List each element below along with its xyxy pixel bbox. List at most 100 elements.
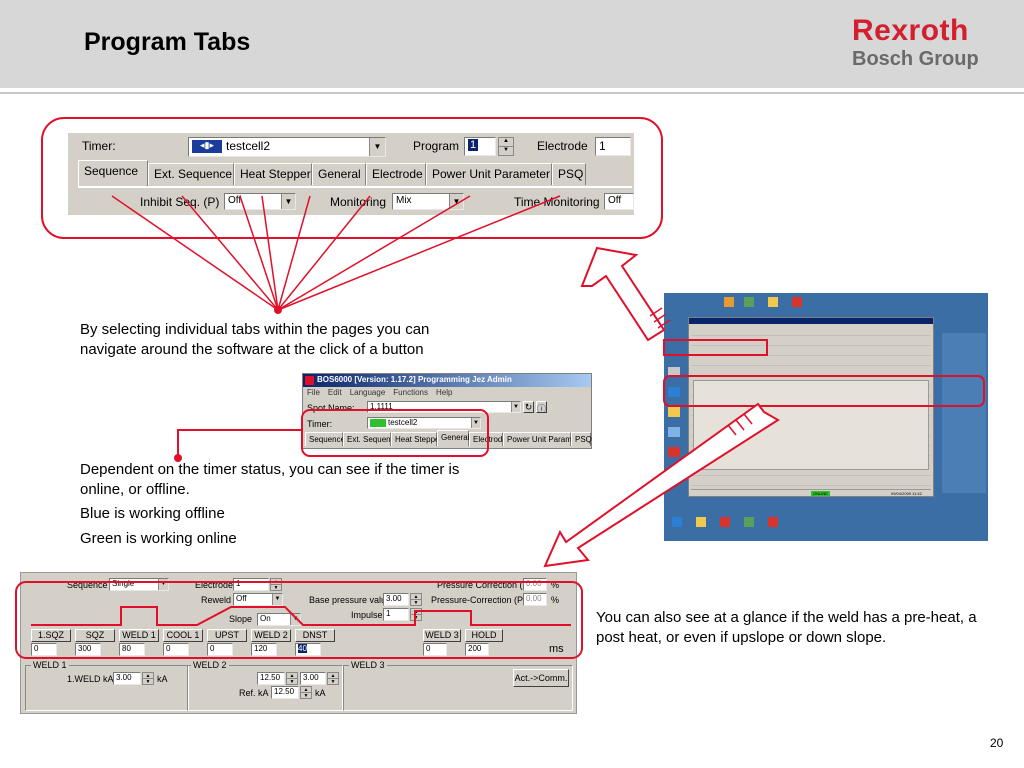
phase-hold-input[interactable]: 200: [465, 643, 489, 656]
menu-language[interactable]: Language: [349, 388, 386, 397]
spin-down-icon: ▼: [330, 678, 336, 685]
desktop-icon[interactable]: [768, 517, 778, 527]
phase-sqz-input[interactable]: 300: [75, 643, 101, 656]
ref-ka-spinner[interactable]: ▲▼: [300, 686, 312, 699]
bottom-electrode-spinner[interactable]: ▲▼: [270, 578, 282, 591]
menu-functions[interactable]: Functions: [393, 388, 428, 397]
timer-status-description: Dependent on the timer status, you can s…: [80, 461, 460, 498]
reweld-value: Off: [236, 594, 247, 603]
chevron-down-icon: ▼: [158, 579, 168, 590]
monitoring-select[interactable]: Mix▼: [392, 193, 464, 210]
phase-weld3-input[interactable]: 0: [423, 643, 447, 656]
inhibit-seq-label: Inhibit Seq. (P): [140, 195, 220, 209]
mid-tab-power-unit-parameter[interactable]: Power Unit Parameter: [503, 432, 586, 446]
desktop-icon[interactable]: [744, 297, 754, 307]
tab-page-border: [78, 186, 632, 188]
tab-general[interactable]: General: [312, 163, 366, 185]
chevron-down-icon: ▼: [281, 194, 295, 209]
menu-help[interactable]: Help: [435, 388, 453, 397]
app-icon: [305, 376, 314, 385]
desktop-icon[interactable]: [792, 297, 802, 307]
tab-electrode[interactable]: Electrode: [366, 163, 426, 185]
act-comm-button[interactable]: Act.->Comm.: [513, 669, 569, 687]
mid-tab-general[interactable]: General: [437, 430, 469, 446]
program-spinner[interactable]: ▲▼: [498, 137, 514, 156]
mid-tab-electrode[interactable]: Electrode: [469, 432, 507, 446]
sequence-label: Sequence: [67, 580, 108, 590]
desktop-icon[interactable]: [668, 447, 680, 457]
mid-tab-ext-sequence[interactable]: Ext. Sequence: [343, 432, 399, 446]
desktop-icon[interactable]: [668, 367, 680, 377]
phase-weld1-input[interactable]: 80: [119, 643, 145, 656]
ref-ka-input[interactable]: 12.50: [271, 686, 299, 699]
phase-cool1-input[interactable]: 0: [163, 643, 189, 656]
info-icon[interactable]: ⓘ: [536, 401, 547, 414]
tab-power-unit-parameter[interactable]: Power Unit Parameter: [426, 163, 552, 185]
phase-1sqz-input[interactable]: 0: [31, 643, 57, 656]
spin-down-icon: ▼: [303, 692, 309, 699]
weld2-value-b-input[interactable]: 3.00: [300, 672, 326, 685]
time-monitoring-select[interactable]: Off: [604, 193, 634, 210]
refresh-icon[interactable]: ↻: [523, 401, 534, 413]
desktop-icon[interactable]: [768, 297, 778, 307]
desktop-app-window: ONLINE 09/04/2009 11:42: [688, 317, 934, 497]
mid-tab-heat-stepper[interactable]: Heat Stepper: [391, 432, 442, 446]
timer-label: Timer:: [82, 139, 116, 153]
mid-tabs-bar: Sequence Ext. Sequence Heat Stepper Gene…: [305, 430, 592, 446]
desktop-icon[interactable]: [744, 517, 754, 527]
mid-window-title: BOS6000 [Version: 1.17.2] Programming Je…: [317, 375, 512, 384]
bottom-electrode-input[interactable]: 1: [233, 578, 269, 591]
phase-dnst-input[interactable]: 40: [295, 643, 321, 656]
menu-edit[interactable]: Edit: [327, 388, 342, 397]
spot-name-input[interactable]: 1.1111▼: [367, 401, 521, 413]
tab-sequence[interactable]: Sequence: [78, 160, 148, 186]
header-divider: [0, 92, 1024, 94]
weld1-ka-label: 1.WELD kA: [67, 674, 114, 684]
desktop-icon[interactable]: [672, 517, 682, 527]
timer-pointer-line: [177, 429, 302, 458]
weld2-value-a-spinner[interactable]: ▲▼: [286, 672, 298, 685]
timer-select-value: testcell2: [226, 139, 271, 153]
weld1-ka-spinner[interactable]: ▲▼: [142, 672, 154, 685]
phase-sqz-label: SQZ: [75, 629, 115, 642]
desktop-icon[interactable]: [668, 427, 680, 437]
spin-down-icon: ▼: [289, 678, 295, 685]
desktop-icon[interactable]: [668, 387, 680, 397]
offline-indicator-icon: ◂▮▸: [192, 139, 222, 153]
sequence-select[interactable]: Single▼: [109, 578, 169, 591]
weld-profile-graph: [31, 606, 571, 626]
weld2-value-a-input[interactable]: 12.50: [257, 672, 285, 685]
online-indicator-icon: [370, 418, 386, 427]
electrode-input[interactable]: 1: [595, 137, 631, 156]
menu-file[interactable]: File: [307, 388, 320, 397]
weld2-value-b-spinner[interactable]: ▲▼: [327, 672, 339, 685]
desktop-screenshot: ONLINE 09/04/2009 11:42: [664, 293, 988, 541]
mid-tab-psq[interactable]: PSQ: [571, 432, 592, 446]
mid-tab-sequence[interactable]: Sequence: [305, 432, 345, 446]
desktop-icon[interactable]: [696, 517, 706, 527]
timer-select[interactable]: ◂▮▸testcell2 ▼: [188, 137, 386, 157]
pressure-correction-e-input[interactable]: 0.00: [523, 578, 547, 591]
mid-timer-select[interactable]: testcell2 ▼: [367, 417, 481, 429]
desktop-icon[interactable]: [668, 407, 680, 417]
mid-window-menubar: File Edit Language Functions Help: [307, 388, 452, 398]
inhibit-seq-select[interactable]: Off▼: [224, 193, 296, 210]
weld1-ka-input[interactable]: 3.00: [113, 672, 141, 685]
desktop-icon[interactable]: [668, 467, 680, 477]
desktop-weld-area: [693, 380, 929, 470]
online-description: Green is working online: [80, 530, 237, 547]
tab-heat-stepper[interactable]: Heat Stepper: [234, 163, 312, 185]
slide-header: [0, 0, 1024, 88]
weld-profile-description: You can also see at a glance if the weld…: [596, 609, 977, 646]
desktop-icon[interactable]: [724, 297, 734, 307]
ref-ka-unit: kA: [315, 688, 326, 698]
desktop-right-panel: [942, 333, 986, 493]
phase-weld2-input[interactable]: 120: [251, 643, 277, 656]
mid-timer-label: Timer:: [307, 419, 333, 429]
mid-timer-value: testcell2: [388, 418, 418, 427]
phase-upst-input[interactable]: 0: [207, 643, 233, 656]
desktop-icon[interactable]: [720, 517, 730, 527]
program-input[interactable]: 1: [464, 137, 496, 156]
tab-psq[interactable]: PSQ: [552, 163, 586, 185]
tab-ext-sequence[interactable]: Ext. Sequence: [148, 163, 234, 185]
